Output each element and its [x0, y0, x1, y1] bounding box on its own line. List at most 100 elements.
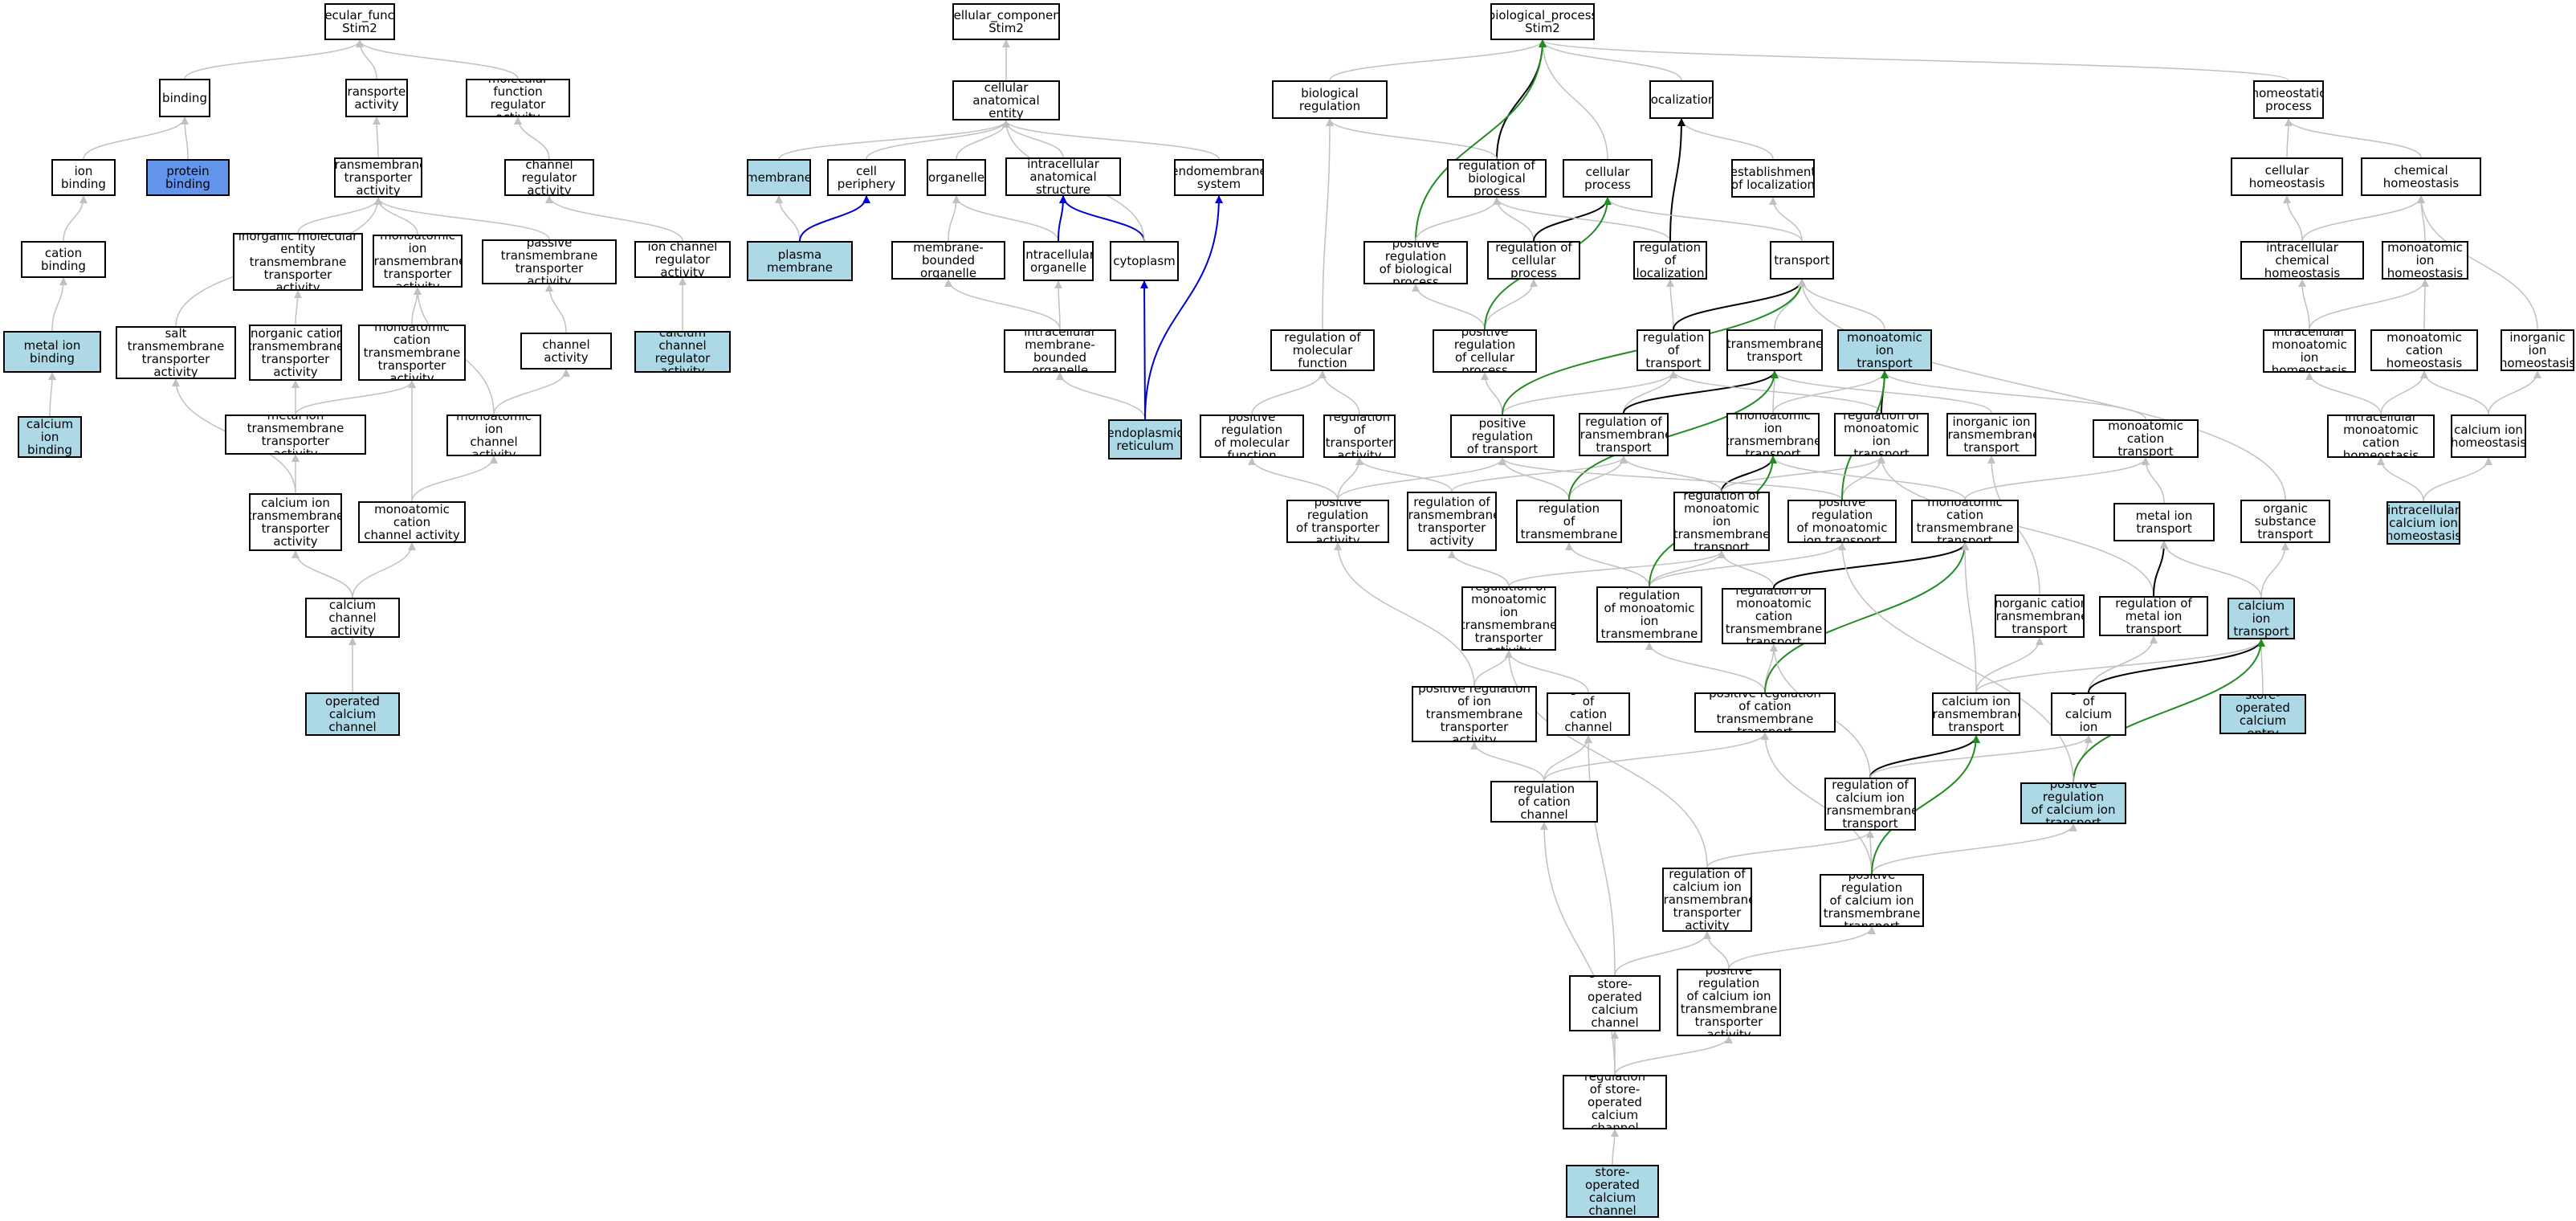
go-term-reg-loc[interactable]: regulation of localization [1633, 241, 1707, 280]
go-term-chemical-homeo[interactable]: chemical homeostasis [2361, 157, 2481, 196]
go-term-reg-tm-transporter-act[interactable]: regulation of transmembrane transporter … [1407, 492, 1497, 551]
go-term-pos-reg-ca-ion-transport[interactable]: positive regulation of calcium ion trans… [2020, 782, 2126, 824]
go-term-pos-reg-soc-channel[interactable]: positive regulation of store-operated ca… [1563, 1075, 1667, 1129]
go-term-plasma-membrane[interactable]: plasma membrane [747, 241, 853, 281]
go-term-monoat-cation-tm-transport[interactable]: monoatomic cation transmembrane transpor… [1911, 500, 2019, 543]
go-term-mf-root[interactable]: molecular_function Stim2 [324, 3, 395, 40]
go-term-ion-binding[interactable]: ion binding [51, 159, 116, 196]
go-term-bp-root[interactable]: biological_process Stim2 [1490, 3, 1595, 40]
go-term-intracell-organelle[interactable]: intracellular organelle [1023, 241, 1094, 281]
go-term-reg-monoat-ion-transport[interactable]: regulation of monoatomic ion transport [1834, 413, 1929, 456]
go-term-pos-reg-cation-tm-transport[interactable]: positive regulation of cation transmembr… [1694, 692, 1836, 733]
go-term-localization[interactable]: localization [1649, 80, 1714, 119]
go-term-inorg-ion-homeo[interactable]: inorganic ion homeostasis [2501, 329, 2574, 371]
go-term-monoat-ion-channel[interactable]: monoatomic ion channel activity [446, 414, 541, 456]
go-term-er[interactable]: endoplasmic reticulum [1108, 419, 1182, 459]
go-term-ca-ion-homeo[interactable]: calcium ion homeostasis [2451, 414, 2526, 458]
go-term-pos-reg-ca-ion-tm-transport[interactable]: positive regulation of calcium ion trans… [1820, 874, 1924, 927]
go-term-monoat-cation-channel[interactable]: monoatomic cation channel activity [358, 501, 466, 543]
go-term-pos-reg-mol-func[interactable]: positive regulation of molecular functio… [1200, 414, 1304, 458]
go-term-ca-ion-binding[interactable]: calcium ion binding [18, 416, 82, 458]
go-term-cation-binding[interactable]: cation binding [21, 241, 106, 278]
go-term-reg-ca-ion-tm-transporter-act[interactable]: regulation of calcium ion transmembrane … [1662, 868, 1752, 932]
go-term-intracell-monoat-ion-homeo[interactable]: intracellular monoatomic ion homeostasis [2263, 329, 2356, 373]
go-term-reg-ca-ion-transport[interactable]: regulation of calcium ion transport [2051, 692, 2126, 736]
go-term-channel-regulator[interactable]: channel regulator activity [504, 159, 594, 196]
go-term-monoat-cation-homeo[interactable]: monoatomic cation homeostasis [2370, 329, 2478, 371]
go-term-intracell-mb-organelle[interactable]: intracellular membrane-bounded organelle [1004, 329, 1116, 373]
go-term-organelle[interactable]: organelle [927, 159, 986, 196]
go-term-reg-mol-func[interactable]: regulation of molecular function [1270, 329, 1375, 371]
go-term-intracell-ca-homeo[interactable]: intracellular calcium ion homeostasis [2386, 501, 2460, 545]
go-term-act-soc-channel[interactable]: activation of store-operated calcium cha… [1566, 1165, 1659, 1218]
go-term-passive-tm[interactable]: passive transmembrane transporter activi… [482, 239, 617, 284]
go-term-organic-subst-transport[interactable]: organic substance transport [2240, 500, 2330, 543]
go-term-monoat-ion-transport[interactable]: monoatomic ion transport [1837, 329, 1932, 371]
go-term-monoat-cation-tm[interactable]: monoatomic cation transmembrane transpor… [358, 325, 466, 381]
go-term-reg-transporter-act[interactable]: regulation of transporter activity [1323, 414, 1396, 458]
go-term-ca-ion-tm[interactable]: calcium ion transmembrane transporter ac… [249, 493, 342, 551]
go-term-cellular-process[interactable]: cellular process [1563, 159, 1653, 198]
go-term-membrane[interactable]: membrane [747, 159, 811, 196]
go-term-monoat-ion-tm[interactable]: monoatomic ion transmembrane transporter… [373, 235, 463, 288]
go-term-estab-loc[interactable]: establishment of localization [1731, 159, 1815, 198]
go-term-protein-binding[interactable]: protein binding [146, 159, 230, 196]
go-term-pos-reg-bio[interactable]: positive regulation of biological proces… [1363, 241, 1468, 284]
go-term-salt-tm[interactable]: salt transmembrane transporter activity [116, 326, 236, 379]
go-term-inorg-cation-tm[interactable]: inorganic cation transmembrane transport… [249, 325, 342, 381]
go-term-cc-root[interactable]: cellular_component Stim2 [952, 3, 1060, 40]
go-term-pos-reg-transport[interactable]: positive regulation of transport [1450, 414, 1555, 458]
go-term-reg-metal-ion-transport[interactable]: regulation of metal ion transport [2099, 596, 2208, 636]
go-term-intracell-monoat-cation-homeo[interactable]: intracellular monoatomic cation homeosta… [2327, 414, 2435, 458]
go-term-monoat-ion-tm-transport[interactable]: monoatomic ion transmembrane transport [1726, 413, 1820, 456]
go-term-reg-soc-channel[interactable]: regulation of store-operated calcium cha… [1569, 975, 1661, 1031]
go-term-tm-transport[interactable]: transmembrane transport [1726, 329, 1823, 371]
go-term-ca-ion-transport[interactable]: calcium ion transport [2228, 598, 2295, 639]
go-term-transporter-activity[interactable]: transporter activity [345, 79, 408, 117]
go-term-intracell-anat[interactable]: intracellular anatomical structure [1005, 157, 1121, 196]
go-term-reg-ca-ion-tm-transport[interactable]: regulation of calcium ion transmembrane … [1824, 778, 1916, 831]
go-term-metal-ion-tm[interactable]: metal ion transmembrane transporter acti… [225, 414, 366, 455]
go-term-cytoplasm[interactable]: cytoplasm [1110, 241, 1179, 281]
go-term-cell-periphery[interactable]: cell periphery [827, 159, 906, 196]
go-term-endomembrane[interactable]: endomembrane system [1174, 159, 1264, 196]
go-term-ca-channel[interactable]: calcium channel activity [305, 598, 400, 638]
go-term-inorg-cation-tm-transport[interactable]: inorganic cation transmembrane transport [1995, 594, 2085, 638]
go-term-reg-bio[interactable]: regulation of biological process [1447, 159, 1547, 198]
go-term-reg-monoat-ion-tm-transporter-act[interactable]: regulation of monoatomic ion transmembra… [1461, 586, 1556, 651]
go-term-pos-reg-transporter-act[interactable]: positive regulation of transporter activ… [1286, 500, 1389, 543]
go-term-metal-ion-transport[interactable]: metal ion transport [2113, 503, 2215, 541]
go-term-pos-reg-monoat-ion-transport[interactable]: positive regulation of monoatomic ion tr… [1787, 500, 1897, 543]
go-term-mf-regulator[interactable]: molecular function regulator activity [466, 79, 570, 117]
go-term-soc-channel[interactable]: store-operated calcium channel activity [305, 692, 400, 736]
go-term-ion-channel-reg[interactable]: ion channel regulator activity [634, 241, 731, 278]
go-term-pos-reg-ion-tm-transporter-act[interactable]: positive regulation of ion transmembrane… [1412, 686, 1537, 742]
go-term-monoat-ion-homeo[interactable]: monoatomic ion homeostasis [2382, 241, 2468, 280]
go-term-pos-reg-tm-transport[interactable]: positive regulation of transmembrane tra… [1516, 500, 1622, 543]
go-term-tm-transporter[interactable]: transmembrane transporter activity [334, 157, 422, 198]
go-term-pos-reg-cation-channel[interactable]: positive regulation of cation channel ac… [1490, 781, 1598, 823]
go-term-reg-tm-transport[interactable]: regulation of transmembrane transport [1579, 413, 1669, 456]
go-term-reg-transport[interactable]: regulation of transport [1636, 329, 1710, 371]
go-term-reg-monoat-cation-tm-transport[interactable]: regulation of monoatomic cation transmem… [1722, 588, 1826, 644]
go-term-inorg-ion-tm-transport[interactable]: inorganic ion transmembrane transport [1946, 413, 2036, 456]
go-term-bio-reg[interactable]: biological regulation [1272, 80, 1388, 119]
go-term-homeostatic[interactable]: homeostatic process [2253, 80, 2324, 119]
go-term-pos-reg-monoat-ion-tm-transport[interactable]: positive regulation of monoatomic ion tr… [1596, 586, 1702, 643]
go-term-reg-cellular[interactable]: regulation of cellular process [1487, 241, 1580, 280]
go-term-pos-reg-ca-ion-tm-transporter-act[interactable]: positive regulation of calcium ion trans… [1677, 969, 1781, 1036]
go-term-pos-reg-cellular[interactable]: positive regulation of cellular process [1433, 329, 1537, 373]
go-term-binding[interactable]: binding [159, 79, 210, 117]
go-term-cell-anat[interactable]: cellular anatomical entity [952, 80, 1060, 120]
go-term-transport[interactable]: transport [1770, 241, 1834, 280]
go-term-ca-channel-reg[interactable]: calcium channel regulator activity [634, 331, 731, 373]
go-term-intracell-chem-homeo[interactable]: intracellular chemical homeostasis [2240, 241, 2364, 280]
go-term-reg-cation-channel[interactable]: regulation of cation channel activity [1547, 692, 1630, 736]
go-term-cellular-homeo[interactable]: cellular homeostasis [2231, 157, 2343, 196]
go-term-inorg-mol-tm[interactable]: inorganic molecular entity transmembrane… [233, 233, 363, 291]
go-term-channel-activity[interactable]: channel activity [520, 333, 612, 370]
go-term-metal-ion-binding[interactable]: metal ion binding [3, 331, 101, 373]
go-term-ca-ion-tm-transport[interactable]: calcium ion transmembrane transport [1932, 692, 2020, 736]
go-term-reg-monoat-ion-tm-transport[interactable]: regulation of monoatomic ion transmembra… [1673, 492, 1770, 551]
go-term-membrane-bounded[interactable]: membrane-bounded organelle [891, 241, 1005, 280]
